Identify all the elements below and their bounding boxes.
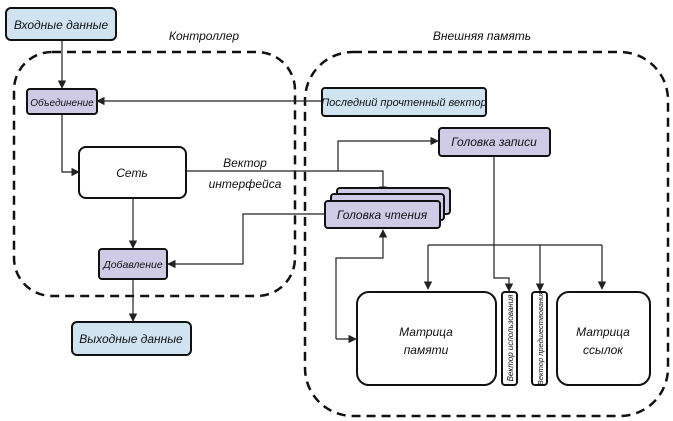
merge-label: Объединение [30, 97, 94, 109]
precedence-vector-label: Вектор предшествования [536, 291, 545, 385]
link-matrix-node: Матрица ссылок [556, 291, 651, 386]
edge-memory-to-readhead [335, 229, 388, 339]
network-node: Сеть [78, 146, 187, 199]
precedence-vector-node: Вектор предшествования [531, 291, 548, 386]
controller-region [12, 50, 297, 298]
write-head-label: Головка записи [451, 135, 537, 149]
edge-merge-to-network [61, 114, 80, 177]
external-memory-label: Внешняя память [433, 29, 531, 43]
usage-vector-node: Вектор использования [501, 291, 518, 386]
edges [57, 40, 607, 344]
external-memory-region [303, 50, 670, 418]
usage-vector-label: Вектор использования [506, 294, 515, 382]
addition-label: Добавление [102, 259, 162, 271]
edge-network-to-readhead [186, 170, 388, 195]
last-read-vector-label: Последний прочтенный вектор [321, 97, 487, 109]
interface-vector-label-2: интерфейса [209, 177, 282, 191]
output-data-node: Выходные данные [71, 321, 192, 356]
memory-matrix-node: Матрица памяти [356, 291, 497, 386]
addition-node: Добавление [98, 248, 168, 280]
link-matrix-label-1: Матрица [576, 325, 630, 339]
memory-matrix-label-1: Матрица [399, 325, 453, 339]
interface-vector-label-1: Вектор [223, 156, 267, 170]
merge-node: Объединение [26, 88, 98, 115]
output-data-label: Выходные данные [79, 332, 183, 346]
network-label: Сеть [116, 166, 148, 180]
edge-interface-to-writehead [337, 136, 439, 171]
link-matrix-label-2: ссылок [583, 343, 624, 357]
edge-write-to-usage [493, 245, 514, 292]
read-head-label: Головка чтения [337, 208, 428, 222]
edge-readhead-to-addition [167, 213, 325, 269]
memory-matrix-label-2: памяти [404, 343, 449, 357]
input-data-node: Входные данные [5, 7, 117, 41]
read-head-node: Головка чтения [324, 187, 451, 229]
last-read-vector-node: Последний прочтенный вектор [321, 87, 487, 117]
write-head-node: Головка записи [438, 127, 551, 157]
controller-label: Контроллер [169, 29, 240, 43]
input-data-label: Входные данные [14, 18, 109, 32]
